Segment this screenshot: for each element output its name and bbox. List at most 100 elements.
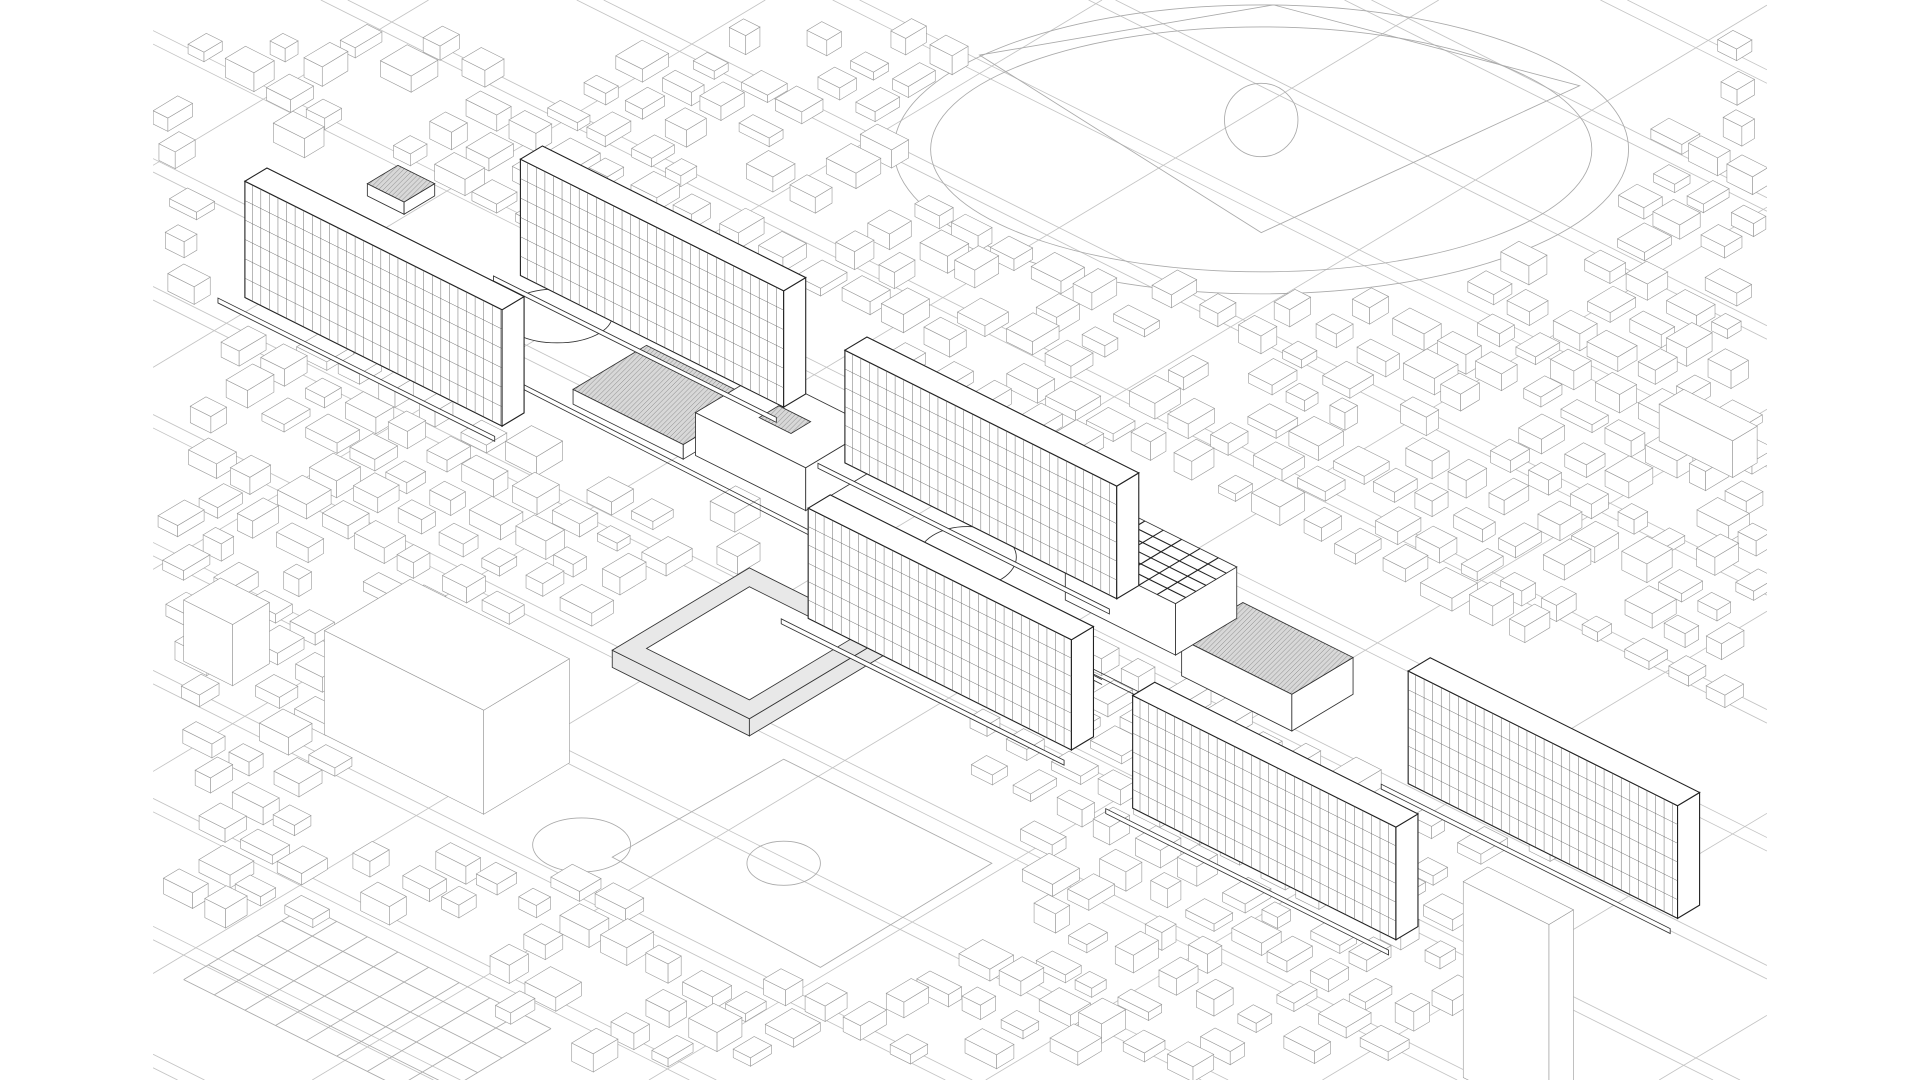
- residential-slab: [780, 494, 1095, 766]
- house: [1049, 1023, 1103, 1066]
- roof: [956, 297, 1010, 327]
- roof: [189, 396, 228, 417]
- floor-line: [244, 200, 503, 330]
- roof: [284, 894, 331, 920]
- road-line: [153, 939, 434, 1080]
- end-face: [1548, 909, 1574, 1080]
- parcel-line: [275, 951, 399, 1026]
- roof: [352, 472, 400, 499]
- roof: [1665, 322, 1713, 349]
- house: [1158, 956, 1199, 996]
- road-line: [1658, 1014, 1767, 1080]
- house: [1315, 313, 1354, 349]
- house: [1663, 614, 1700, 649]
- roof: [610, 1012, 650, 1034]
- house: [1199, 293, 1237, 328]
- roof: [843, 336, 1140, 487]
- house: [1476, 313, 1515, 348]
- center-circle-lower: [746, 840, 821, 886]
- house: [1424, 940, 1457, 970]
- roof: [1711, 312, 1742, 330]
- roof: [1187, 935, 1223, 955]
- floor-line: [244, 239, 503, 369]
- roof: [998, 956, 1045, 982]
- roof: [1453, 506, 1496, 530]
- soccer-field: [978, 4, 1581, 234]
- house: [1117, 988, 1163, 1022]
- roof: [1392, 307, 1442, 335]
- roof: [1019, 820, 1067, 846]
- house: [961, 986, 997, 1021]
- roof: [524, 966, 583, 998]
- floor-line: [808, 526, 1072, 659]
- roof: [1185, 898, 1234, 925]
- house: [964, 1028, 1015, 1070]
- roof: [1652, 198, 1701, 226]
- house: [664, 158, 698, 188]
- roof: [260, 343, 308, 370]
- roof: [438, 522, 479, 545]
- house: [551, 498, 599, 538]
- house: [1185, 898, 1234, 932]
- roof: [1467, 270, 1513, 295]
- roof: [1222, 876, 1272, 905]
- roof: [321, 500, 370, 527]
- house: [1405, 437, 1450, 480]
- roof: [434, 152, 486, 180]
- roof: [231, 782, 280, 808]
- house: [308, 744, 353, 777]
- roof: [1527, 462, 1563, 481]
- house: [1128, 374, 1182, 420]
- roof: [202, 527, 235, 545]
- roof: [732, 1036, 773, 1059]
- roof: [1374, 506, 1422, 533]
- house: [1085, 407, 1136, 443]
- roof: [1394, 992, 1431, 1013]
- road-line: [153, 1067, 178, 1080]
- house: [392, 135, 428, 167]
- roof: [1288, 415, 1345, 447]
- house: [571, 1027, 619, 1073]
- roof: [465, 90, 512, 116]
- house: [1322, 360, 1375, 399]
- roof: [187, 32, 223, 53]
- roof: [461, 47, 505, 71]
- roof: [508, 110, 553, 134]
- roof: [468, 496, 524, 526]
- roof: [518, 887, 552, 906]
- house: [624, 86, 666, 120]
- floor-line: [520, 255, 784, 388]
- house: [817, 66, 858, 101]
- house: [187, 437, 237, 480]
- roof: [385, 460, 427, 484]
- house: [303, 42, 349, 87]
- floor-line: [520, 178, 784, 311]
- house: [692, 52, 729, 80]
- house: [1130, 422, 1167, 461]
- roof: [1049, 1023, 1103, 1053]
- running-track-inner: [930, 26, 1593, 273]
- floor-line: [1132, 751, 1397, 884]
- roof: [914, 195, 954, 217]
- house: [1737, 522, 1767, 557]
- parcel-line: [244, 936, 368, 1011]
- house: [890, 18, 927, 56]
- house: [429, 111, 468, 151]
- house: [1687, 135, 1731, 177]
- house: [1665, 322, 1713, 367]
- roundabout: [532, 817, 632, 873]
- house: [774, 85, 824, 125]
- house: [878, 252, 916, 290]
- house: [664, 107, 707, 148]
- roof: [379, 44, 439, 77]
- podium-edge: [817, 462, 1110, 615]
- house: [321, 500, 370, 540]
- podium-edge: [1105, 807, 1389, 956]
- roof: [664, 158, 698, 177]
- roof: [1217, 474, 1254, 495]
- roof: [224, 45, 275, 74]
- house: [1711, 312, 1742, 340]
- roof: [615, 39, 670, 70]
- house: [1624, 637, 1669, 671]
- house: [1150, 872, 1182, 909]
